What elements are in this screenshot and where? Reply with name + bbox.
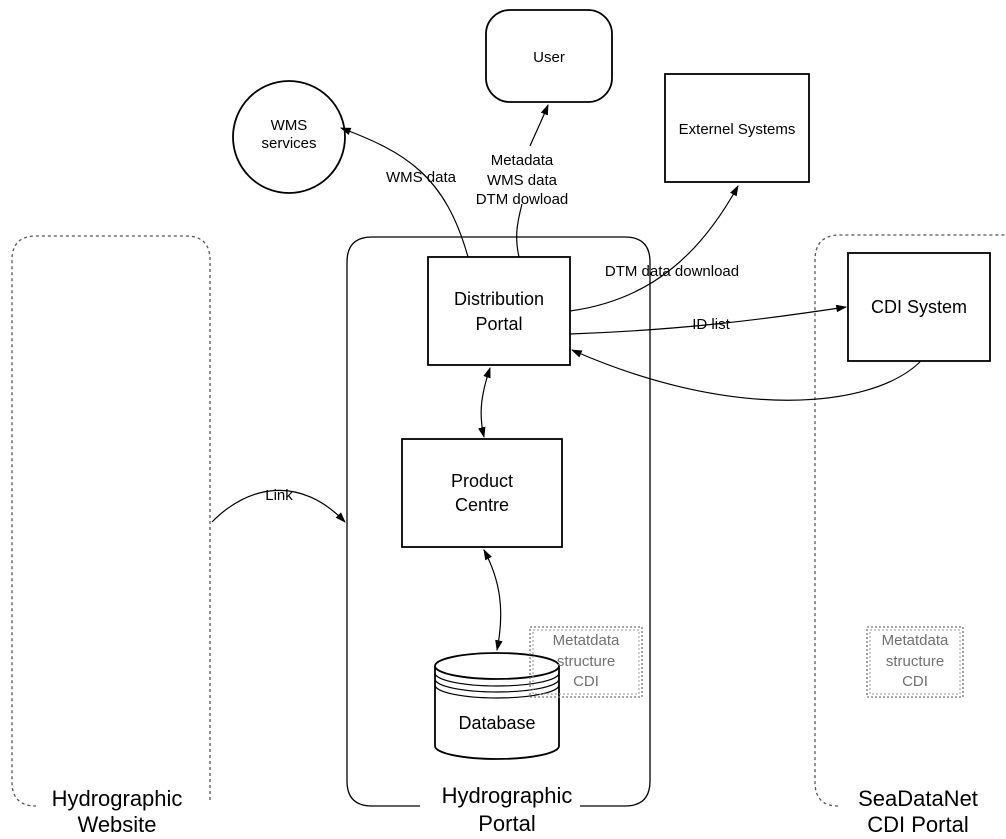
cdi-system-label: CDI System xyxy=(871,297,967,317)
hydrographic-website-container xyxy=(11,235,211,807)
edge-label-user: WMS data xyxy=(487,172,558,189)
edge-dtm-download xyxy=(569,185,739,312)
product-centre-label: Centre xyxy=(455,495,509,515)
edge-product-database xyxy=(483,549,503,652)
metadata-note-portal-text: Metatdata xyxy=(553,632,620,649)
metadata-note-seadatanet-text: structure xyxy=(886,653,944,670)
seadatanet-container xyxy=(814,234,1006,807)
wms-services-label: WMS xyxy=(271,117,308,134)
edge-cdi-to-portal xyxy=(571,349,921,401)
hydrographic-portal-container xyxy=(346,236,651,807)
external-systems-label: Externel Systems xyxy=(679,121,796,138)
edge-label-dtm-download: DTM data download xyxy=(605,263,739,280)
edge-id-list xyxy=(569,304,848,335)
edge-label-link: Link xyxy=(265,487,293,504)
external-systems-node xyxy=(664,73,810,183)
user-node xyxy=(485,9,613,103)
metadata-note-portal-text: CDI xyxy=(573,673,599,690)
group-label-hydrographic-website: Website xyxy=(77,812,156,837)
metadata-note-seadatanet-text: CDI xyxy=(902,673,928,690)
edge-wms-data xyxy=(339,127,469,258)
distribution-portal-label: Portal xyxy=(475,314,522,334)
wms-services-label: services xyxy=(261,135,316,152)
edge-portal-product xyxy=(478,366,491,439)
group-label-hydrographic-website: Hydrographic xyxy=(52,786,183,811)
metadata-note-seadatanet-text: Metatdata xyxy=(882,632,949,649)
user-label: User xyxy=(533,49,565,66)
metadata-note-portal-text: structure xyxy=(557,653,615,670)
metadata-note-portal xyxy=(529,626,643,698)
metadata-note-seadatanet xyxy=(866,626,964,698)
group-label-seadatanet: CDI Portal xyxy=(867,812,968,837)
distribution-portal-label: Distribution xyxy=(454,289,544,309)
edge-label-user: DTM dowload xyxy=(476,191,569,208)
edge-label-wms-data: WMS data xyxy=(386,169,457,186)
wms-services-node xyxy=(232,80,346,194)
product-centre-label: Product xyxy=(451,471,513,491)
edge-label-user: Metadata xyxy=(491,152,554,169)
edge-label-id-list: ID list xyxy=(692,316,730,333)
edge-user-lower xyxy=(516,203,523,258)
edge-user-upper xyxy=(529,103,549,147)
group-label-seadatanet: SeaDataNet xyxy=(858,786,978,811)
cdi-system-node xyxy=(847,252,991,362)
database-node xyxy=(434,652,560,760)
group-label-hydrographic-portal: Hydrographic xyxy=(442,783,573,808)
edge-link xyxy=(211,489,346,523)
database-label: Database xyxy=(458,713,535,733)
distribution-portal-node xyxy=(427,256,571,366)
product-centre-node xyxy=(401,438,563,548)
group-label-hydrographic-portal: Portal xyxy=(478,811,535,836)
